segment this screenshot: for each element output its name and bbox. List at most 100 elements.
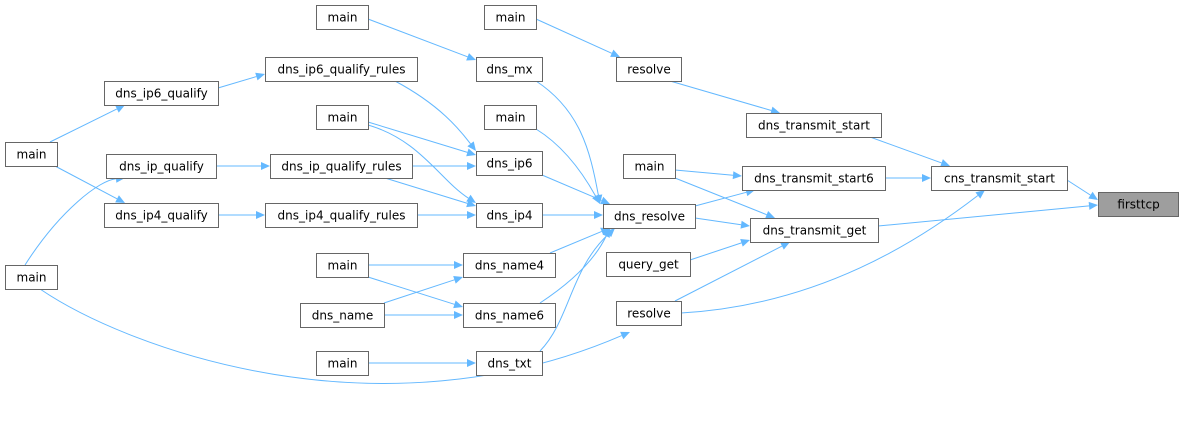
node-box-dns_txt[interactable] — [476, 351, 543, 376]
node-dns_ip6_qualify[interactable]: dns_ip6_qualify — [104, 81, 219, 106]
node-resolve_top[interactable]: resolve — [616, 57, 682, 82]
node-dns_name[interactable]: dns_name — [300, 303, 385, 328]
node-firsttcp[interactable]: firsttcp — [1098, 192, 1179, 217]
node-box-dns_transmit_start[interactable] — [746, 113, 882, 138]
node-main_left_bottom[interactable]: main — [5, 265, 58, 290]
node-dns_txt[interactable]: dns_txt — [476, 351, 543, 376]
node-box-dns_transmit_get[interactable] — [750, 218, 879, 243]
node-box-dns_ip6_qualify[interactable] — [104, 81, 219, 106]
node-box-dns_ip_qualify[interactable] — [106, 154, 217, 179]
arrowhead-main_mx-to-dns_mx — [466, 53, 476, 61]
node-dns_transmit_get[interactable]: dns_transmit_get — [750, 218, 879, 243]
node-box-main_mx[interactable] — [316, 5, 369, 30]
arrowhead-query_get-to-dns_transmit_get — [740, 239, 750, 247]
node-dns_transmit_start[interactable]: dns_transmit_start — [746, 113, 882, 138]
node-main_top_right[interactable]: main — [484, 5, 537, 30]
edge-dns_name4-to-dns_resolve — [549, 231, 602, 254]
node-box-dns_name[interactable] — [300, 303, 385, 328]
arrowhead-dns_ip4-to-dns_resolve — [594, 211, 603, 219]
node-label-main_resolve: main — [496, 111, 526, 125]
arrowhead-main_mid_right-to-dns_transmit_start6 — [732, 171, 742, 180]
node-label-dns_ip4: dns_ip4 — [486, 209, 532, 223]
node-box-main_top_right[interactable] — [484, 5, 537, 30]
node-box-dns_ip_qualify_rules[interactable] — [270, 154, 413, 179]
edge-resolve_bottom-to-dns_transmit_get — [674, 245, 783, 302]
edge-main_mid_right-to-dns_transmit_get — [674, 177, 767, 216]
node-dns_transmit_start6[interactable]: dns_transmit_start6 — [742, 166, 886, 191]
arrowhead-dns_ip6_qualify_rules-to-dns_ip6 — [467, 141, 476, 151]
node-dns_ip6_qualify_rules[interactable]: dns_ip6_qualify_rules — [265, 57, 418, 82]
node-cns_transmit_start[interactable]: cns_transmit_start — [931, 166, 1068, 191]
node-dns_mx[interactable]: dns_mx — [476, 57, 543, 82]
node-dns_ip4[interactable]: dns_ip4 — [476, 203, 543, 228]
node-box-main_mid_right[interactable] — [623, 154, 676, 179]
edge-dns_resolve-to-dns_transmit_start6 — [694, 191, 747, 207]
edge-main_left_top-to-dns_ip4_qualify — [54, 165, 118, 200]
node-label-main_txt: main — [328, 357, 358, 371]
node-dns_ip4_qualify_rules[interactable]: dns_ip4_qualify_rules — [265, 203, 418, 228]
edge-dns_txt-to-dns_resolve — [539, 233, 609, 352]
node-main_left_top[interactable]: main — [5, 142, 58, 167]
node-box-dns_name4[interactable] — [463, 253, 556, 278]
node-main_txt[interactable]: main — [316, 351, 369, 376]
node-dns_name6[interactable]: dns_name6 — [463, 303, 556, 328]
node-box-main_left_bottom[interactable] — [5, 265, 58, 290]
node-box-dns_mx[interactable] — [476, 57, 543, 82]
node-dns_ip6[interactable]: dns_ip6 — [476, 151, 543, 176]
node-resolve_bottom[interactable]: resolve — [616, 301, 682, 326]
node-label-dns_ip_qualify_rules: dns_ip_qualify_rules — [281, 160, 401, 174]
node-dns_resolve[interactable]: dns_resolve — [603, 204, 696, 229]
node-dns_ip_qualify[interactable]: dns_ip_qualify — [106, 154, 217, 179]
edge-main_name-to-dns_name6 — [367, 276, 455, 305]
node-label-dns_mx: dns_mx — [486, 63, 532, 77]
node-box-resolve_top[interactable] — [616, 57, 682, 82]
arrowhead-main_left_bottom-to-resolve_bottom — [620, 331, 630, 340]
arrowhead-dns_transmit_start-to-cns_transmit_start — [940, 159, 950, 167]
node-main_ip[interactable]: main — [316, 105, 369, 130]
node-box-dns_transmit_start6[interactable] — [742, 166, 886, 191]
node-box-query_get[interactable] — [606, 252, 691, 277]
node-main_resolve[interactable]: main — [484, 105, 537, 130]
node-box-dns_ip6[interactable] — [476, 151, 543, 176]
node-box-main_name[interactable] — [316, 253, 369, 278]
edge-query_get-to-dns_transmit_get — [689, 242, 742, 261]
node-box-main_left_top[interactable] — [5, 142, 58, 167]
arrowhead-dns_resolve-to-dns_transmit_get — [740, 220, 750, 229]
node-box-dns_ip6_qualify_rules[interactable] — [265, 57, 418, 82]
node-box-dns_ip4_qualify_rules[interactable] — [265, 203, 418, 228]
node-box-dns_name6[interactable] — [463, 303, 556, 328]
node-main_name[interactable]: main — [316, 253, 369, 278]
arrowhead-dns_txt-to-dns_resolve — [605, 228, 615, 238]
node-box-firsttcp[interactable] — [1098, 192, 1179, 217]
node-box-resolve_bottom[interactable] — [616, 301, 682, 326]
arrowhead-dns_name-to-dns_name4 — [453, 276, 463, 284]
node-main_mid_right[interactable]: main — [623, 154, 676, 179]
edge-dns_transmit_start-to-cns_transmit_start — [869, 136, 942, 164]
node-label-query_get: query_get — [618, 258, 679, 272]
node-label-main_name: main — [328, 259, 358, 273]
node-box-main_ip[interactable] — [316, 105, 369, 130]
node-box-cns_transmit_start[interactable] — [931, 166, 1068, 191]
node-dns_name4[interactable]: dns_name4 — [463, 253, 556, 278]
node-box-dns_ip4[interactable] — [476, 203, 543, 228]
node-box-main_resolve[interactable] — [484, 105, 537, 130]
node-box-dns_resolve[interactable] — [603, 204, 696, 229]
arrowhead-resolve_bottom-to-dns_transmit_get — [780, 242, 790, 250]
edge-dns_ip6_qualify_rules-to-dns_ip6 — [394, 80, 471, 145]
arrowhead-dns_ip_qualify-to-dns_ip_qualify_rules — [261, 162, 270, 170]
arrowhead-resolve_bottom-to-cns_transmit_start — [975, 190, 985, 199]
arrowhead-main_ip-to-dns_ip6 — [466, 148, 476, 157]
edge-dns_name-to-dns_name4 — [383, 279, 455, 304]
node-dns_ip4_qualify[interactable]: dns_ip4_qualify — [104, 203, 219, 228]
node-label-dns_transmit_start: dns_transmit_start — [758, 119, 870, 133]
node-query_get[interactable]: query_get — [606, 252, 691, 277]
node-box-dns_ip4_qualify[interactable] — [104, 203, 219, 228]
node-box-main_txt[interactable] — [316, 351, 369, 376]
edge-dns_ip6-to-dns_resolve — [541, 174, 602, 201]
node-label-main_left_bottom: main — [17, 271, 47, 285]
node-dns_ip_qualify_rules[interactable]: dns_ip_qualify_rules — [270, 154, 413, 179]
node-main_mx[interactable]: main — [316, 5, 369, 30]
arrowhead-resolve_top-to-dns_transmit_start — [770, 106, 780, 115]
node-label-dns_resolve: dns_resolve — [614, 210, 685, 224]
